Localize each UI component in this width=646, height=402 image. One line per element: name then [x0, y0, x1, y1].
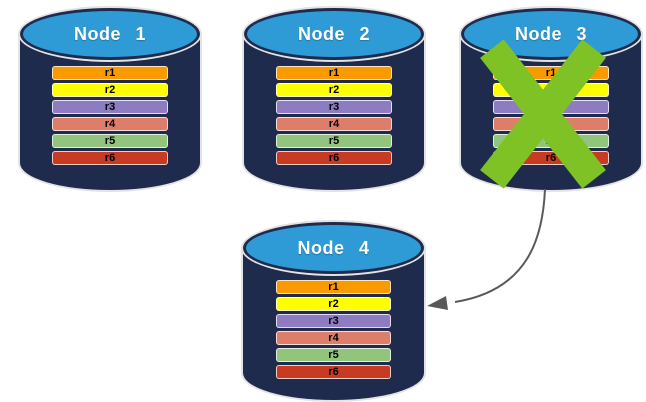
node-4-rows: r1 r2 r3 r4 r5 r6 — [275, 280, 392, 382]
row-r1: r1 — [52, 66, 168, 80]
node-1: Node 1 r1 r2 r3 r4 r5 r6 — [20, 8, 200, 190]
node-3-cylinder-cap — [461, 8, 641, 60]
row-r5: r5 — [276, 134, 392, 148]
node-1-cylinder-cap — [20, 8, 200, 60]
node-4-cylinder-cap — [243, 222, 424, 274]
node-1-title: Node 1 — [73, 23, 146, 44]
row-r1: r1 — [276, 66, 392, 80]
node-1-rows: r1 r2 r3 r4 r5 r6 — [52, 66, 168, 168]
row-r4: r4 — [276, 117, 392, 131]
row-r5: r5 — [52, 134, 168, 148]
node-4: Node 4 r1 r2 r3 r4 r5 r6 — [243, 222, 424, 400]
row-r6: r6 — [52, 151, 168, 165]
row-r3: r3 — [276, 100, 392, 114]
node-2-rows: r1 r2 r3 r4 r5 r6 — [276, 66, 392, 168]
row-r2: r2 — [276, 83, 392, 97]
row-r2: r2 — [275, 297, 392, 311]
row-r6: r6 — [275, 365, 392, 379]
failure-x-icon — [480, 39, 606, 189]
node-2: Node 2 r1 r2 r3 r4 r5 r6 — [244, 8, 424, 190]
row-r2: r2 — [52, 83, 168, 97]
node-2-cylinder-cap — [244, 8, 424, 60]
row-r3: r3 — [275, 314, 392, 328]
arrow-head-icon — [427, 296, 448, 310]
row-r5: r5 — [275, 348, 392, 362]
node-3-title: Node 3 — [514, 23, 587, 44]
node-4-title: Node 4 — [297, 237, 370, 258]
row-r6: r6 — [276, 151, 392, 165]
row-r3: r3 — [52, 100, 168, 114]
arrow-curve — [454, 188, 546, 303]
row-r1: r1 — [275, 280, 392, 294]
row-r4: r4 — [52, 117, 168, 131]
node-2-title: Node 2 — [297, 23, 370, 44]
row-r4: r4 — [275, 331, 392, 345]
